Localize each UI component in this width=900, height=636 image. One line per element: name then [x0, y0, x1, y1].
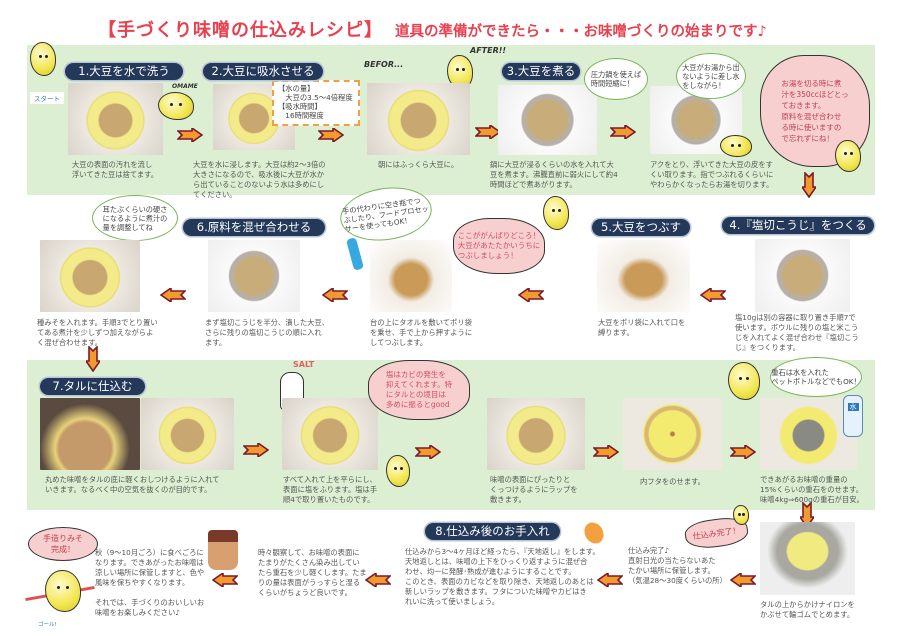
step-7c-photo: [487, 398, 585, 470]
page-subtitle: 道具の準備ができたら・・・お味噌づくりの始まりです♪: [395, 24, 767, 40]
step-7e-photo: [760, 398, 857, 470]
step-1-photo: [68, 83, 163, 155]
step-7b-photo: [282, 398, 378, 470]
water-bottle-label: 水: [847, 403, 859, 411]
start-label: スタート: [30, 92, 64, 104]
step-1-heading: 1.大豆を水で洗う: [65, 63, 183, 80]
step-6-heading: 6.原料を混ぜ合わせる: [183, 219, 325, 236]
arrow-right-icon: [593, 445, 619, 459]
arrow-left-icon: [730, 573, 756, 587]
maintenance-text: 時々観察して、お味噌の表面に たまりがたくさん染み出してい たら重石を少し軽くし…: [258, 548, 367, 597]
rice-paddle-icon: [580, 518, 608, 548]
step-7-photo-b: [141, 398, 234, 470]
step-5b-photo: [370, 240, 452, 312]
bottle-icon: [346, 237, 364, 271]
arrow-right-icon: [318, 128, 344, 142]
step-7b-cloud: 塩はカビの発生を 抑えてくれます。特 にタルとの境目は 多めに振るとgood: [368, 360, 470, 420]
step-8-heading: 8.仕込み後のお手入れ: [425, 523, 560, 540]
step-7c-text: 味噌の表面にぴったりと くっつけるようにラップを 敷きます。: [490, 475, 578, 504]
step-2-note: 【水の量】 大豆の3.5～4倍程度 【吸水時間】 16時間程度: [272, 80, 360, 126]
step-7e-bubble: 重石は水を入れた ペットボトルなどでもOK！: [770, 357, 862, 397]
before-label: BEFOR...: [364, 60, 404, 69]
step-5-cloud: ここががんばりどころ！ 大豆があたたかいうちに つぶしましょう！: [453, 218, 545, 274]
arrow-right-icon: [415, 445, 441, 459]
bean-character-icon: [835, 140, 861, 172]
step-3-photo: [498, 85, 597, 155]
goal-label: ゴール!: [38, 622, 57, 628]
step-2-heading: 2.大豆に吸水させる: [203, 63, 323, 80]
storage-text: 仕込み完了♪ 直射日光の当たらないあた たかい場所に保管します。 （気温28～3…: [628, 546, 727, 585]
step-7f-text: タルの上からかけナイロンを かぶせて輪ゴムでとめます。: [760, 600, 855, 619]
step-6b-photo: [40, 240, 140, 312]
arrow-right-icon: [243, 443, 269, 457]
bean-character-icon: [158, 92, 194, 120]
miso-barrel-icon: [208, 530, 238, 570]
arrow-left-icon: [160, 288, 186, 302]
finish-text: 秋（9～10月ごろ）に食べごろに なります。できあがったお味噌は 涼しい場所に保…: [95, 548, 205, 617]
water-bottle-icon: 水: [843, 395, 863, 437]
arrow-right-icon: [177, 128, 203, 142]
step-2b-photo: [367, 83, 470, 155]
bean-character-icon: [728, 362, 760, 400]
bean-character-icon: [386, 455, 410, 487]
bean-character-icon: [720, 135, 752, 157]
arrow-right-icon: [610, 125, 636, 139]
step-5-photo: [597, 240, 690, 312]
bean-character-icon: [543, 196, 569, 230]
omame-label: OMAME: [172, 83, 198, 90]
step-3-bubble: 圧力鍋を使えば 時間短縮に！: [584, 58, 648, 100]
arrow-down-icon: [86, 346, 100, 372]
bean-character-icon: [30, 42, 56, 76]
step-4-text: 塩10gは別の容器に取り置き手順7で 使います。ボウルに残りの塩と米こう じを入…: [735, 313, 859, 352]
after-label: AFTER!!: [470, 46, 507, 55]
step-6b-text: 種みそを入れます。手順3でとり置い てある煮汁を少しずつ加えながらよ く混ぜ合わ…: [37, 318, 158, 347]
step-8-text: 仕込みから3～4ヶ月ほど経ったら、『天地返し』をします。 天地返しとは、味噌の上…: [405, 547, 600, 606]
salt-label: SALT: [293, 360, 315, 369]
bean-character-icon: [45, 570, 81, 612]
step-3b-bubble: 大豆がお湯から出 ないように差し水 をしながら！: [676, 53, 746, 99]
step-3-text: 鍋に大豆が浸るくらいの水を入れて大 豆を煮ます。沸騰直前に弱火にして約4 時間ほ…: [490, 160, 618, 189]
step-7d-photo: [623, 398, 722, 470]
arrow-left-icon: [322, 288, 348, 302]
step-4-photo: [755, 239, 850, 312]
finish-bubble: 手造りみそ 完成！: [28, 527, 98, 561]
arrow-left-icon: [518, 288, 544, 302]
step-5b-text: 台の上にタオルを敷いてポリ袋 を乗せ、手で上から押すように してつぶします。: [370, 318, 473, 347]
step-2b-text: 朝にはふっくら大豆に。: [378, 160, 459, 169]
arrow-left-icon: [700, 288, 726, 302]
step-1-text: 大豆の表面の汚れを流し 浮いてきた豆は捨てます。: [72, 160, 159, 179]
step-7e-text: できあがるお味噌の重量の 15%くらいの重石をのせます。 味噌4kg⇒600gの…: [760, 475, 864, 504]
step-6-photo: [208, 240, 300, 312]
step-3b-cloud: お湯を切る時に煮 汁を350ccほどとっ ておきます。 原料を混ぜ合わせ る時に…: [760, 55, 870, 167]
arrow-down-icon: [802, 172, 816, 198]
step-2-text: 大豆を水に浸します。大豆は約2～3倍の 大きさになるので、吸水後に大豆が水か ら…: [193, 160, 326, 199]
arrow-right-icon: [730, 445, 756, 459]
step-4-heading: 4.『塩切こうじ』をつくる: [722, 217, 874, 234]
step-7-photo-a: [40, 398, 140, 470]
step-7b-text: すべて入れて上を平らにし、 表面に塩をふります。塩は手 順4で取り置いたものです…: [283, 475, 378, 504]
step-7-text: 丸めた味噌をタルの底に軽くおしつけるように入れて いきます。なるべく中の空気を抜…: [45, 475, 220, 494]
step-5-text: 大豆をポリ袋に入れて口を 縛ります。: [598, 318, 686, 337]
step-3-heading: 3.大豆を煮る: [502, 63, 580, 80]
page-title: 【手づくり味噌の仕込みレシピ】: [98, 20, 383, 41]
arrow-left-icon: [597, 573, 623, 587]
step-3b-text: アクをとり、浮いてきた大豆の皮をす くい取ります。指でつぶれるくらいに やわらか…: [650, 160, 774, 189]
step-7-heading: 7.タルに仕込む: [40, 378, 145, 395]
step-7d-text: 内フタをのせます。: [640, 477, 705, 486]
bean-character-icon: [733, 505, 749, 525]
step-5-heading: 5.大豆をつぶす: [592, 219, 690, 236]
step-7f-photo: [760, 522, 855, 595]
arrow-left-icon: [365, 573, 391, 587]
arrow-left-icon: [212, 573, 238, 587]
step-6-text: まず塩切こうじを半分、潰した大豆、 さらに残りの塩切こうじの順に入れ ます。: [205, 318, 330, 347]
step-6b-bubble: 耳たぶくらいの硬さ になるように煮汁の 量を調整してね: [92, 195, 178, 241]
